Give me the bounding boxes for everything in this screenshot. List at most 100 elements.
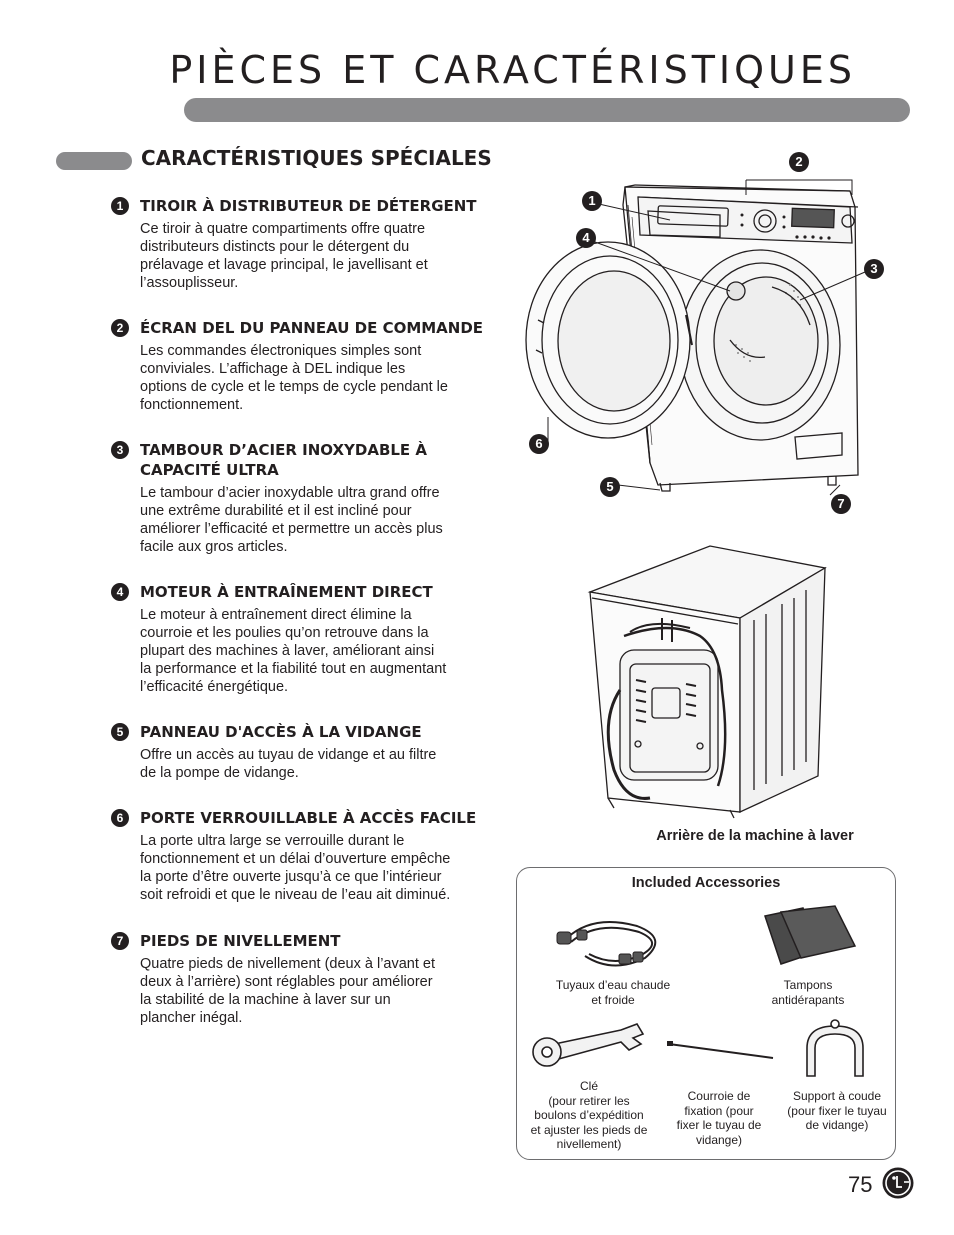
feature-description: Quatre pieds de nivellement (deux à l’av… [140,955,491,1027]
callout-7: 7 [831,494,851,514]
feature-5: 5 PANNEAU D'ACCÈS À LA VIDANGE Offre un … [111,722,491,782]
desc-line: de la pompe de vidange. [140,765,299,781]
title-line: CAPACITÉ ULTRA [140,461,279,479]
tie-label: Courroie de fixation (pour fixer le tuya… [667,1089,771,1147]
elbow-label: Support à coude (pour fixer le tuyau de … [783,1089,891,1133]
feature-1: 1 TIROIR À DISTRIBUTEUR DE DÉTERGENT Ce … [111,196,491,292]
label-line: et ajuster les pieds de [530,1122,648,1137]
desc-line: La porte ultra large se verrouille duran… [140,833,405,849]
feature-number: 6 [111,809,129,827]
feature-description: Les commandes électroniques simples sont… [140,342,491,414]
desc-line: Les commandes électroniques simples sont [140,343,422,359]
desc-line: améliorer l’efficacité et permettre un a… [140,521,443,537]
label-line: Tuyaux d’eau chaude [555,978,671,992]
desc-line: une extrême durabilité et il est incliné… [140,503,412,519]
desc-line: la stabilité de la machine à laver sur u… [140,992,391,1008]
feature-3: 3 TAMBOUR D’ACIER INOXYDABLE À CAPACITÉ … [111,440,491,556]
desc-line: Ce tiroir à quatre compartiments offre q… [140,221,426,237]
feature-title: PANNEAU D'ACCÈS À LA VIDANGE [140,723,422,741]
desc-line: Le tambour d’acier inoxydable ultra gran… [140,485,440,501]
callout-3: 3 [864,259,884,279]
desc-line: Offre un accès au tuyau de vidange et au… [140,747,437,763]
desc-line: options de cycle et le temps de cycle pe… [140,379,448,395]
desc-line: prélavage et lavage principal, le javell… [140,257,428,273]
feature-number: 1 [111,197,129,215]
feature-number: 3 [111,441,129,459]
rear-view-caption: Arrière de la machine à laver [656,828,854,844]
lg-logo-icon [882,1167,914,1199]
anti-slip-pads-icon [764,905,857,965]
wrench-label: Clé (pour retirer les boulons d’expéditi… [521,1079,657,1152]
callout-6: 6 [529,434,549,454]
label-line: Support à coude [792,1089,882,1103]
desc-line: conviviales. L’affichage à DEL indique l… [140,361,406,377]
desc-line: soit refroidi et que le niveau de l’eau … [140,887,451,903]
label-line: vidange) [695,1132,743,1147]
accessories-panel: Included Accessories Tuyaux d’eau chaude… [516,867,896,1160]
label-line: (pour retirer les [548,1093,630,1108]
label-line: (pour fixer le tuyau [787,1103,887,1118]
label-line: et froide [591,992,635,1007]
feature-description: Offre un accès au tuyau de vidange et au… [140,746,491,782]
feature-title: TAMBOUR D’ACIER INOXYDABLE À CAPACITÉ UL… [140,440,491,480]
label-line: nivellement) [556,1137,622,1151]
elbow-bracket-icon [806,1019,864,1077]
feature-title: MOTEUR À ENTRAÎNEMENT DIRECT [140,583,433,601]
desc-line: fonctionnement et un délai d’ouverture e… [140,851,451,867]
desc-line: plupart des machines à laver, améliorant… [140,643,435,659]
feature-2: 2 ÉCRAN DEL DU PANNEAU DE COMMANDE Les c… [111,318,491,414]
label-line: Tampons [783,978,833,992]
feature-number: 7 [111,932,129,950]
section-pill [56,152,132,170]
feature-title: TIROIR À DISTRIBUTEUR DE DÉTERGENT [140,197,477,215]
callout-5: 5 [600,477,620,497]
title-line: TAMBOUR D’ACIER INOXYDABLE À [140,441,428,459]
feature-title: PORTE VERROUILLABLE À ACCÈS FACILE [140,809,477,827]
desc-line: la performance et la fiabilité tout en a… [140,661,447,677]
desc-line: plancher inégal. [140,1010,243,1026]
desc-line: l’assouplisseur. [140,275,239,291]
feature-title: ÉCRAN DEL DU PANNEAU DE COMMANDE [140,319,484,337]
feature-number: 2 [111,319,129,337]
feature-4: 4 MOTEUR À ENTRAÎNEMENT DIRECT Le moteur… [111,582,491,696]
label-line: boulons d’expédition [534,1108,644,1122]
callout-1: 1 [582,191,602,211]
cable-tie-icon [667,1041,774,1059]
desc-line: deux à l’arrière) sont réglables pour am… [140,974,433,990]
pads-label: Tampons antidérapants [753,978,863,1007]
callout-2: 2 [789,152,809,172]
feature-description: Le moteur à entraînement direct élimine … [140,606,491,696]
feature-description: Ce tiroir à quatre compartiments offre q… [140,220,491,292]
accessories-title: Included Accessories [631,875,781,891]
water-hoses-icon [556,921,657,967]
feature-number: 5 [111,723,129,741]
section-title: CARACTÉRISTIQUES SPÉCIALES [141,146,492,170]
title-bar [184,98,910,122]
feature-6: 6 PORTE VERROUILLABLE À ACCÈS FACILE La … [111,808,491,904]
washer-rear-illustration [587,545,827,819]
callout-4: 4 [576,228,596,248]
label-line: fixation (pour [684,1103,754,1118]
label-line: fixer le tuyau de [676,1118,762,1132]
desc-line: distributeurs distincts pour le détergen… [140,239,410,255]
hoses-label: Tuyaux d’eau chaude et froide [553,978,673,1007]
feature-7: 7 PIEDS DE NIVELLEMENT Quatre pieds de n… [111,931,491,1027]
desc-line: Le moteur à entraînement direct élimine … [140,607,412,623]
label-line: antidérapants [771,992,845,1007]
page-title: PIÈCES ET CARACTÉRISTIQUES [169,48,856,92]
label-line: Clé [579,1079,598,1093]
feature-title: PIEDS DE NIVELLEMENT [140,932,341,950]
wrench-icon [532,1023,645,1067]
washer-front-illustration [525,179,873,496]
feature-description: Le tambour d’acier inoxydable ultra gran… [140,484,491,556]
label-line: Courroie de [687,1089,751,1103]
page-number: 75 [848,1172,873,1197]
desc-line: l’efficacité énergétique. [140,679,289,695]
desc-line: courroie et les poulies qu’on retrouve d… [140,625,429,641]
desc-line: Quatre pieds de nivellement (deux à l’av… [140,956,436,972]
feature-description: La porte ultra large se verrouille duran… [140,832,491,904]
desc-line: fonctionnement. [140,397,244,413]
label-line: de vidange) [805,1118,869,1132]
desc-line: facile aux gros articles. [140,539,288,555]
feature-number: 4 [111,583,129,601]
